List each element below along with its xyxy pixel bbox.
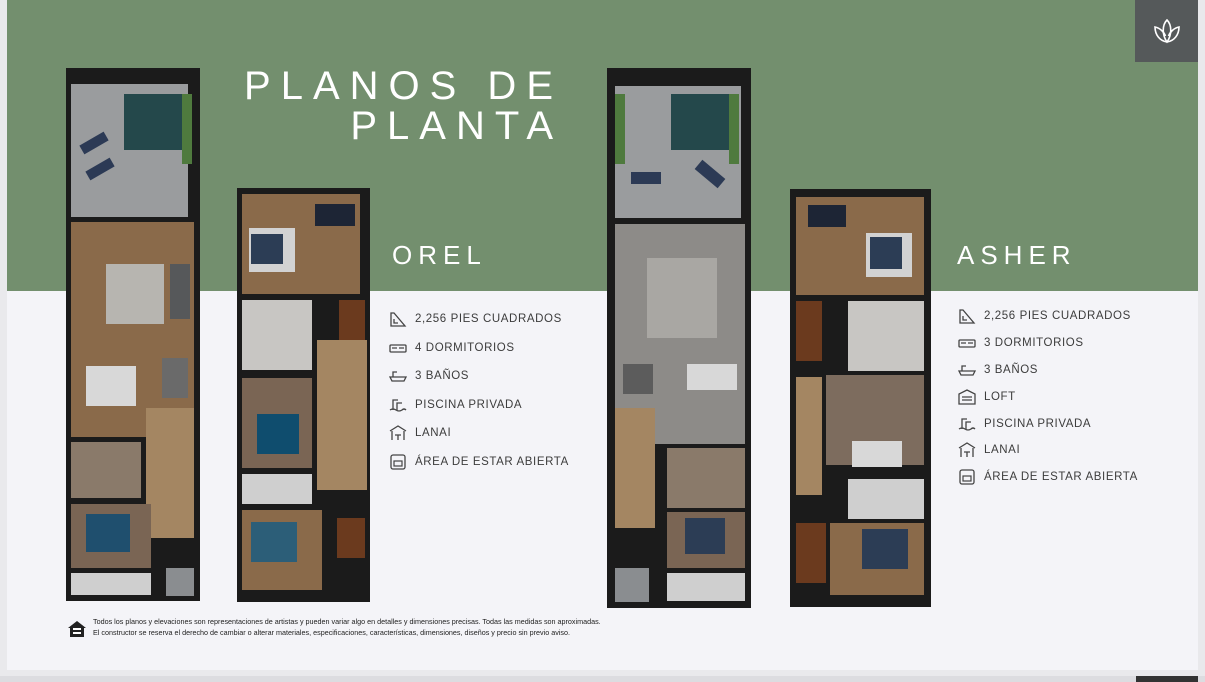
- orel-floor-plan-first: [66, 68, 200, 601]
- asher-feature-living: ÁREA DE ESTAR ABIERTA: [958, 464, 1138, 491]
- asher-feature-pool: PISCINA PRIVADA: [958, 410, 1138, 437]
- orel-feature-lanai-label: LANAI: [415, 427, 452, 440]
- asher-feature-lanai-label: LANAI: [984, 444, 1021, 457]
- lanai-icon: [389, 425, 407, 441]
- asher-feature-area: 2,256 PIES CUADRADOS: [958, 303, 1138, 330]
- living-icon: [958, 469, 976, 485]
- orel-feature-pool-label: PISCINA PRIVADA: [415, 398, 523, 411]
- orel-feature-area-label: 2,256 PIES CUADRADOS: [415, 313, 562, 326]
- area-icon: [958, 308, 976, 325]
- orel-feature-list: 2,256 PIES CUADRADOS 4 DORMITORIOS 3 BAÑ…: [389, 305, 569, 476]
- next-page-logo-edge: [1136, 676, 1198, 682]
- brand-logo: [1135, 0, 1198, 62]
- header-band: [7, 0, 1198, 291]
- floor-plans-page: PLANOS DE PLANTA O: [7, 0, 1198, 670]
- lotus-icon: [1153, 18, 1180, 44]
- loft-icon: [958, 389, 976, 405]
- asher-feature-baths: 3 BAÑOS: [958, 357, 1138, 384]
- pool-icon: [958, 416, 976, 432]
- orel-feature-lanai: LANAI: [389, 419, 569, 448]
- asher-feature-baths-label: 3 BAÑOS: [984, 363, 1039, 376]
- orel-feature-bedrooms: 4 DORMITORIOS: [389, 334, 569, 363]
- living-icon: [389, 454, 407, 470]
- asher-feature-bedrooms: 3 DORMITORIOS: [958, 330, 1138, 357]
- asher-floor-plan-second: [790, 189, 931, 607]
- page-title-line1: PLANOS DE: [244, 64, 563, 108]
- asher-feature-area-label: 2,256 PIES CUADRADOS: [984, 310, 1131, 323]
- asher-feature-loft-label: LOFT: [984, 390, 1016, 403]
- asher-feature-pool-label: PISCINA PRIVADA: [984, 417, 1092, 430]
- model-name-asher: ASHER: [957, 240, 1077, 270]
- equal-housing-icon: [68, 621, 86, 637]
- disclaimer: Todos los planos y elevaciones son repre…: [93, 617, 753, 638]
- asher-feature-lanai: LANAI: [958, 437, 1138, 464]
- asher-floor-plan-first: [607, 68, 751, 608]
- orel-feature-area: 2,256 PIES CUADRADOS: [389, 305, 569, 334]
- page-title: PLANOS DE PLANTA: [207, 66, 563, 146]
- orel-feature-pool: PISCINA PRIVADA: [389, 391, 569, 420]
- asher-feature-bedrooms-label: 3 DORMITORIOS: [984, 337, 1084, 350]
- bed-icon: [389, 340, 407, 356]
- bath-icon: [958, 362, 976, 378]
- lanai-icon: [958, 442, 976, 458]
- bed-icon: [958, 335, 976, 351]
- orel-feature-living-label: ÁREA DE ESTAR ABIERTA: [415, 455, 569, 468]
- asher-feature-list: 2,256 PIES CUADRADOS 3 DORMITORIOS 3 BAÑ…: [958, 303, 1138, 491]
- orel-floor-plan-second: [237, 188, 370, 602]
- asher-feature-living-label: ÁREA DE ESTAR ABIERTA: [984, 471, 1138, 484]
- orel-feature-baths: 3 BAÑOS: [389, 362, 569, 391]
- next-page-edge: [0, 676, 1205, 682]
- area-icon: [389, 311, 407, 327]
- orel-feature-baths-label: 3 BAÑOS: [415, 370, 470, 383]
- disclaimer-line2: El constructor se reserva el derecho de …: [93, 627, 570, 637]
- orel-feature-bedrooms-label: 4 DORMITORIOS: [415, 341, 515, 354]
- bath-icon: [389, 368, 407, 384]
- pool-icon: [389, 397, 407, 413]
- orel-feature-living: ÁREA DE ESTAR ABIERTA: [389, 448, 569, 477]
- disclaimer-line1: Todos los planos y elevaciones son repre…: [93, 617, 601, 626]
- page-title-line2: PLANTA: [350, 104, 563, 148]
- model-name-orel: OREL: [392, 240, 487, 270]
- asher-feature-loft: LOFT: [958, 383, 1138, 410]
